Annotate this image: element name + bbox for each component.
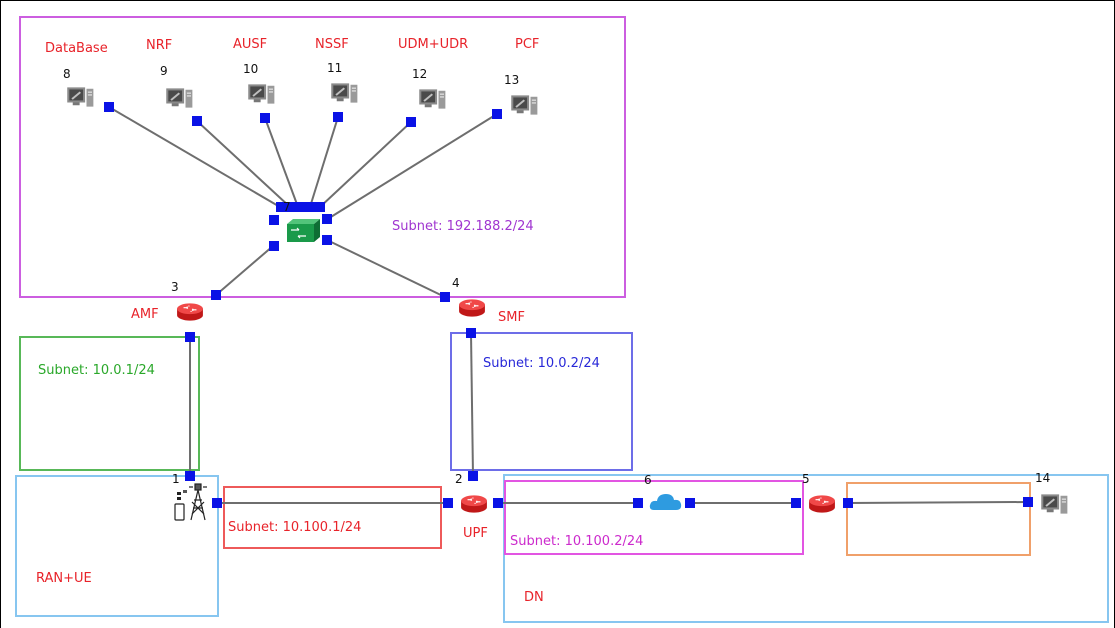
port[interactable]	[843, 498, 853, 508]
port[interactable]	[269, 215, 279, 225]
ran-ue-box	[15, 475, 219, 617]
label-amf: AMF	[131, 307, 159, 322]
port[interactable]	[791, 498, 801, 508]
label-upf: UPF	[463, 526, 488, 541]
link-router5-pc14	[847, 501, 1029, 504]
link-12-switch	[319, 121, 412, 208]
subnet-label-core: Subnet: 192.188.2/24	[392, 219, 534, 234]
port[interactable]	[322, 214, 332, 224]
link-9-switch	[196, 120, 291, 208]
port[interactable]	[322, 235, 332, 245]
port[interactable]	[211, 290, 221, 300]
subnet-label-ran: Subnet: 10.100.1/24	[228, 520, 361, 535]
port[interactable]	[185, 471, 195, 481]
link-smf-upf	[470, 332, 474, 477]
label-nssf: NSSF	[315, 37, 349, 52]
node-id-12: 12	[412, 67, 427, 81]
label-pcf: PCF	[515, 37, 539, 52]
port[interactable]	[466, 328, 476, 338]
port[interactable]	[333, 112, 343, 122]
router-icon-amf[interactable]	[176, 302, 204, 322]
port[interactable]	[685, 498, 695, 508]
node-id-14: 14	[1035, 471, 1050, 485]
port[interactable]	[440, 292, 450, 302]
port[interactable]	[633, 498, 643, 508]
link-switch-amf	[215, 245, 274, 296]
port[interactable]	[260, 113, 270, 123]
computer-icon-database[interactable]	[67, 87, 94, 107]
port[interactable]	[1023, 497, 1033, 507]
ran-subnet-box	[223, 486, 442, 549]
node-id-2: 2	[455, 472, 463, 486]
link-switch-smf	[326, 239, 446, 298]
frame-left-border	[0, 0, 1, 628]
computer-icon-nrf[interactable]	[166, 88, 193, 108]
label-nrf: NRF	[146, 38, 172, 53]
node-id-8: 8	[63, 67, 71, 81]
port-markers	[104, 102, 1033, 508]
port[interactable]	[493, 498, 503, 508]
port[interactable]	[104, 102, 114, 112]
frame-top-border	[0, 0, 1115, 1]
port[interactable]	[269, 241, 279, 251]
computer-icon-nssf[interactable]	[331, 83, 358, 103]
port[interactable]	[406, 117, 416, 127]
label-ausf: AUSF	[233, 37, 267, 52]
core-subnet-box	[19, 16, 626, 298]
node-id-7: 7	[283, 200, 291, 214]
link-13-switch	[325, 113, 498, 221]
router-icon-smf[interactable]	[458, 298, 486, 318]
node-id-13: 13	[504, 73, 519, 87]
label-udm-udr: UDM+UDR	[398, 37, 468, 52]
router-icon-upf[interactable]	[460, 494, 488, 514]
node-id-11: 11	[327, 61, 342, 75]
switch-icon[interactable]	[287, 219, 320, 242]
node-id-6: 6	[644, 473, 652, 487]
link-11-switch	[309, 116, 339, 208]
subnet-label-smf: Subnet: 10.0.2/24	[483, 356, 600, 371]
link-10-switch	[264, 117, 299, 208]
dn-subnet-box	[504, 480, 804, 555]
smf-subnet-box	[450, 332, 633, 471]
cell-tower-icon[interactable]	[189, 483, 207, 521]
label-ran-ue: RAN+UE	[36, 571, 92, 586]
label-database: DataBase	[45, 41, 108, 56]
subnet-label-amf: Subnet: 10.0.1/24	[38, 363, 155, 378]
port[interactable]	[492, 109, 502, 119]
router-icon-5[interactable]	[808, 494, 836, 514]
port[interactable]	[276, 202, 325, 212]
orange-subnet-box	[846, 482, 1031, 556]
node-id-3: 3	[171, 280, 179, 294]
node-id-10: 10	[243, 62, 258, 76]
port[interactable]	[192, 116, 202, 126]
node-id-5: 5	[802, 472, 810, 486]
node-id-4: 4	[452, 276, 460, 290]
node-id-9: 9	[160, 64, 168, 78]
port[interactable]	[185, 332, 195, 342]
computer-icon-pcf[interactable]	[511, 95, 538, 115]
port[interactable]	[443, 498, 453, 508]
label-dn: DN	[524, 590, 544, 605]
link-8-switch	[108, 106, 281, 208]
amf-subnet-box	[19, 336, 200, 471]
node-id-1: 1	[172, 472, 180, 486]
phone-icon[interactable]	[174, 490, 187, 521]
cloud-icon[interactable]	[649, 494, 682, 510]
label-smf: SMF	[498, 310, 525, 325]
computer-icon-14[interactable]	[1041, 494, 1068, 514]
computer-icon-ausf[interactable]	[248, 84, 275, 104]
subnet-label-dn: Subnet: 10.100.2/24	[510, 534, 643, 549]
port[interactable]	[212, 498, 222, 508]
computer-icon-udm-udr[interactable]	[419, 89, 446, 109]
port[interactable]	[468, 471, 478, 481]
